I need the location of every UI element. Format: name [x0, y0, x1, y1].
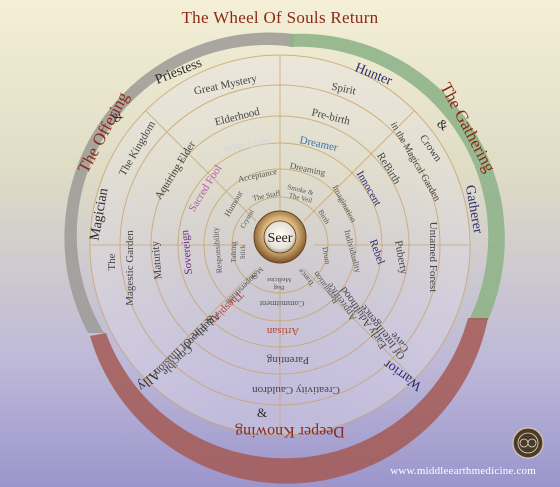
center-hub: Seer: [253, 210, 307, 264]
label-stick: Stick: [239, 244, 247, 259]
label-drum: Drum: [321, 246, 333, 265]
label-talking: Talking: [230, 241, 238, 263]
label-commitment: Commitment: [259, 299, 305, 309]
label-medicine: Medicine: [267, 276, 292, 283]
center-label: Seer: [268, 231, 293, 246]
page-title: The Wheel Of Souls Return: [181, 8, 379, 27]
arc-gathering: [289, 33, 505, 321]
spokes: [90, 55, 470, 435]
label-bag: Bag: [273, 284, 284, 291]
label-responsibility: Responsibility: [211, 227, 224, 274]
label-creativity-cauldron: Creativity Cauldron: [252, 384, 340, 396]
arc-offering: [64, 32, 294, 334]
label-spirit: Spirit: [330, 81, 356, 98]
spoke: [303, 268, 415, 380]
arc-knowing: [90, 318, 488, 484]
spoke: [145, 110, 257, 222]
label-the: The: [106, 253, 118, 270]
label-puberty: Puberty: [392, 240, 410, 276]
spoke: [145, 268, 257, 380]
logo-emblem: [512, 427, 544, 459]
outer-arcs: [64, 32, 505, 484]
ampersand-bottom: &: [257, 405, 267, 420]
label-parenting: Parenting: [266, 354, 309, 366]
label-artisan: Artisan: [266, 325, 299, 337]
arc-label-knowing: Deeper Knowing: [235, 423, 345, 440]
label-sovereign: Sovereign: [179, 229, 195, 275]
label-maturity: Maturity: [149, 240, 164, 280]
label-untamed-forest: Untamed Forest: [427, 222, 439, 293]
label-magestic-garden: Magestic Garden: [124, 230, 136, 306]
website-url[interactable]: www.middleearthmedicine.com: [390, 465, 536, 477]
spoke: [303, 110, 415, 222]
hub-core: [263, 220, 297, 254]
